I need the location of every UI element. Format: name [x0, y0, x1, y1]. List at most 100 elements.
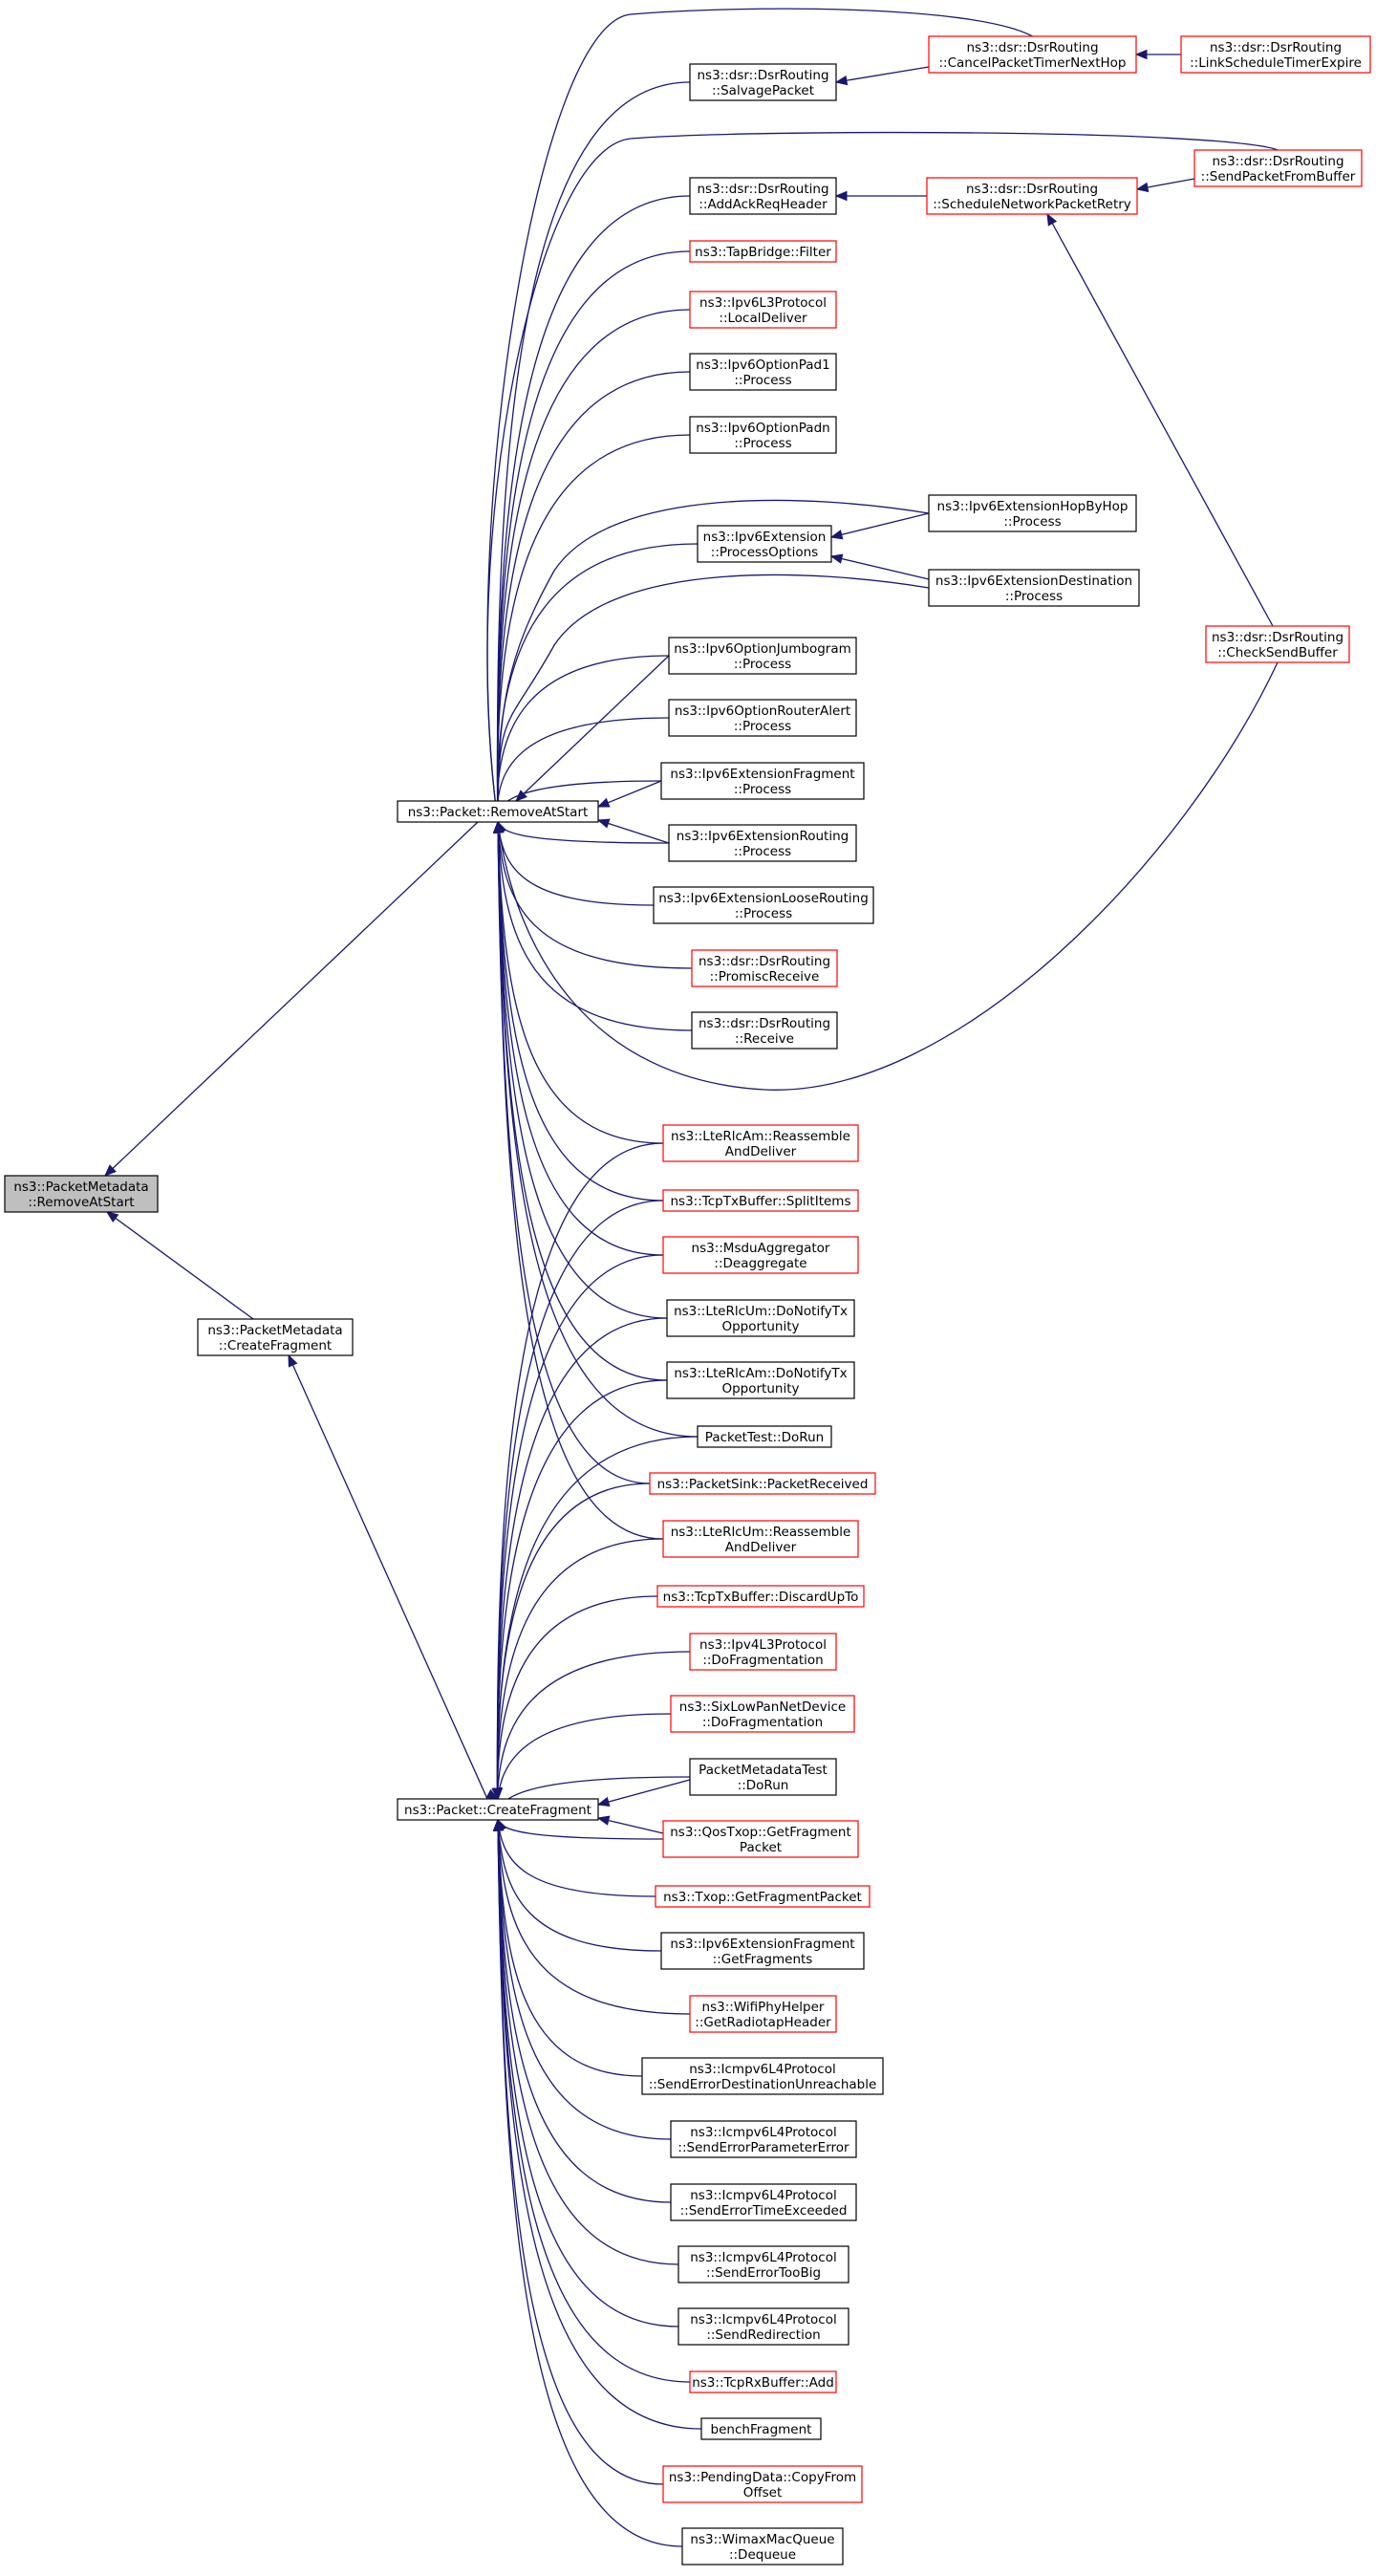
node-routeralert[interactable]: ns3::Ipv6OptionRouterAlert::Process [668, 699, 857, 737]
node-sendfrombuf[interactable]: ns3::dsr::DsrRouting::SendPacketFromBuff… [1193, 149, 1363, 187]
edge-dsrreceive-to-pkt_removeatstart-line [497, 821, 693, 1031]
edge-jumbo-direct-line [515, 655, 670, 802]
node-tapfilter[interactable]: ns3::TapBridge::Filter [689, 240, 837, 263]
node-pkt_removeatstart[interactable]: ns3::Packet::RemoveAtStart [397, 800, 599, 823]
node-extfraggetfrag[interactable]: ns3::Ipv6ExtensionFragment::GetFragments [660, 1932, 865, 1970]
node-packettest[interactable]: PacketTest::DoRun [697, 1425, 832, 1448]
edge-extfrag-direct-line [597, 780, 662, 808]
node-box [928, 569, 1140, 607]
node-root[interactable]: ns3::PacketMetadata::RemoveAtStart [4, 1175, 159, 1213]
node-packetsink[interactable]: ns3::PacketSink::PacketReceived [649, 1472, 876, 1495]
node-addack[interactable]: ns3::dsr::DsrRouting::AddAckReqHeader [689, 177, 837, 215]
node-box [691, 1011, 838, 1050]
node-sixlowpan[interactable]: ns3::SixLowPanNetDevice::DoFragmentation [670, 1695, 855, 1733]
node-label-line: ns3::TcpTxBuffer::SplitItems [671, 1194, 851, 1209]
node-icmptoobig[interactable]: ns3::Icmpv6L4Protocol::SendErrorTooBig [677, 2245, 849, 2284]
node-box [662, 2465, 863, 2503]
node-box [689, 353, 837, 391]
edge-icmpparam-to-pkt_createfragment-line [497, 1819, 672, 2140]
node-extdest[interactable]: ns3::Ipv6ExtensionDestination::Process [928, 569, 1140, 607]
edge-benchfrag-to-pkt_createfragment-line [497, 1819, 702, 2430]
node-label-line: Offset [743, 2485, 783, 2500]
node-label-line: ns3::Ipv6ExtensionDestination [935, 574, 1132, 589]
node-benchfrag[interactable]: benchFragment [700, 2417, 822, 2440]
node-ipv6l3local[interactable]: ns3::Ipv6L3Protocol::LocalDeliver [689, 291, 837, 329]
node-icmpdest[interactable]: ns3::Icmpv6L4Protocol::SendErrorDestinat… [641, 2057, 884, 2095]
edge-pkt_createfragment-to-pm_createfragment-line [288, 1354, 488, 1800]
edge-pkt_createfragment-to-pm_createfragment [288, 1353, 488, 1800]
edge-icmptoobig-to-pkt_createfragment [492, 1818, 679, 2265]
node-msdudeagg[interactable]: ns3::MsduAggregator::Deaggregate [662, 1236, 859, 1274]
node-box [681, 2527, 844, 2565]
node-box [689, 2370, 837, 2393]
edge-promisc-to-pkt_removeatstart-line [497, 821, 693, 969]
edge-packetsink-to-pkt_createfragment-line [496, 1483, 651, 1821]
node-hopbyhop[interactable]: ns3::Ipv6ExtensionHopByHop::Process [928, 494, 1137, 532]
node-txop[interactable]: ns3::Txop::GetFragmentPacket [655, 1885, 871, 1908]
node-box [689, 416, 837, 454]
node-icmptime[interactable]: ns3::Icmpv6L4Protocol::SendErrorTimeExce… [670, 2183, 857, 2221]
edge-wimaxdequeue-to-pkt_createfragment [492, 1818, 683, 2547]
node-box [668, 699, 857, 737]
node-box [666, 1361, 855, 1399]
node-label-line: PacketTest::DoRun [705, 1430, 824, 1445]
node-box [677, 2307, 849, 2346]
node-label-line: ::ProcessOptions [711, 545, 818, 560]
node-pkt_createfragment[interactable]: ns3::Packet::CreateFragment [397, 1798, 599, 1821]
node-extfrag[interactable]: ns3::Ipv6ExtensionFragment::Process [660, 762, 865, 800]
edge-lterlcumreass-to-pkt_removeatstart-arrowhead [492, 820, 504, 833]
node-padn[interactable]: ns3::Ipv6OptionPadn::Process [689, 416, 837, 454]
node-extrouting[interactable]: ns3::Ipv6ExtensionRouting::Process [668, 824, 857, 862]
node-tcptxsplit[interactable]: ns3::TcpTxBuffer::SplitItems [662, 1189, 859, 1212]
node-box [1193, 149, 1363, 187]
node-qostxop[interactable]: ns3::QosTxop::GetFragmentPacket [662, 1820, 859, 1858]
node-label-line: ns3::Packet::RemoveAtStart [408, 805, 589, 820]
edge-sendfrombuf-to-schednet-arrowhead [1135, 182, 1150, 193]
node-pm_createfragment[interactable]: ns3::PacketMetadata::CreateFragment [197, 1318, 354, 1356]
node-wifiphy[interactable]: ns3::WifiPhyHelper::GetRadiotapHeader [689, 1995, 837, 2033]
edge-pm_createfragment-to-root [105, 1211, 254, 1320]
edge-pad1-to-pkt_removeatstart-line [496, 371, 691, 823]
node-tcptxdiscard[interactable]: ns3::TcpTxBuffer::DiscardUpTo [656, 1585, 865, 1608]
node-promisc[interactable]: ns3::dsr::DsrRouting::PromiscReceive [691, 949, 838, 987]
node-pmtest[interactable]: PacketMetadataTest::DoRun [689, 1758, 837, 1796]
node-box [662, 1124, 859, 1162]
node-box [666, 1299, 855, 1337]
node-linksched[interactable]: ns3::dsr::DsrRouting::LinkScheduleTimerE… [1180, 35, 1371, 74]
node-ipv4frag[interactable]: ns3::Ipv4L3Protocol::DoFragmentation [689, 1633, 837, 1671]
edge-sixlowpan-to-pkt_createfragment-arrowhead [491, 1786, 502, 1801]
node-label-line: ns3::Ipv6L3Protocol [699, 295, 827, 311]
node-label-line: ns3::Icmpv6L4Protocol [690, 2125, 837, 2140]
node-box [662, 1820, 859, 1858]
node-box [660, 762, 865, 800]
node-cancelpkt[interactable]: ns3::dsr::DsrRouting::CancelPacketTimerN… [928, 35, 1137, 74]
edge-checksend-to-pkt_removeatstart-line [497, 661, 1279, 1091]
node-jumbo[interactable]: ns3::Ipv6OptionJumbogram::Process [668, 637, 857, 675]
node-box [700, 2417, 822, 2440]
node-tcprxadd[interactable]: ns3::TcpRxBuffer::Add [689, 2370, 837, 2393]
node-box [689, 1758, 837, 1796]
node-procopts[interactable]: ns3::Ipv6Extension::ProcessOptions [697, 525, 832, 563]
node-checksend[interactable]: ns3::dsr::DsrRouting::CheckSendBuffer [1205, 625, 1350, 663]
node-icmpredir[interactable]: ns3::Icmpv6L4Protocol::SendRedirection [677, 2307, 849, 2346]
node-label-line: ns3::Ipv6ExtensionRouting [677, 829, 849, 844]
edge-hopbyhop-to-procopts [829, 512, 930, 540]
node-wimaxdequeue[interactable]: ns3::WimaxMacQueue::Dequeue [681, 2527, 844, 2565]
edge-qostxop-to-pkt_createfragment-line [497, 1819, 664, 1840]
node-pad1[interactable]: ns3::Ipv6OptionPad1::Process [689, 353, 837, 391]
node-label-line: ns3::dsr::DsrRouting [697, 68, 828, 83]
node-dsrreceive[interactable]: ns3::dsr::DsrRouting::Receive [691, 1011, 838, 1050]
node-icmpparam[interactable]: ns3::Icmpv6L4Protocol::SendErrorParamete… [670, 2120, 857, 2158]
node-label-line: ::SendErrorParameterError [677, 2140, 849, 2155]
node-extloose[interactable]: ns3::Ipv6ExtensionLooseRouting::Process [653, 886, 874, 924]
edge-sendfrombuf-to-pkt_removeatstart-line [486, 131, 1279, 823]
node-box [689, 240, 837, 263]
node-salvage[interactable]: ns3::dsr::DsrRouting::SalvagePacket [689, 63, 837, 101]
node-schednet[interactable]: ns3::dsr::DsrRouting::ScheduleNetworkPac… [926, 177, 1138, 215]
